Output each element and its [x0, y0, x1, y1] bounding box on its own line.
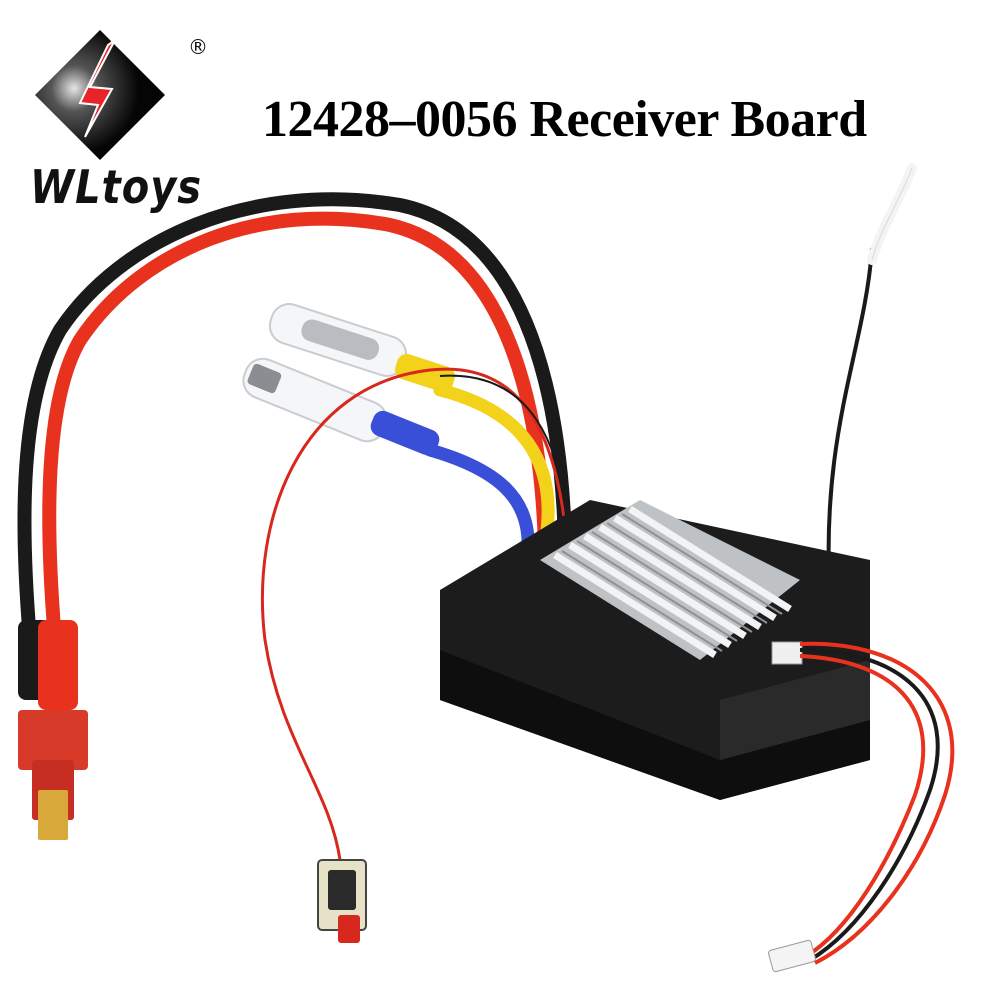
jst-port: [771, 641, 803, 665]
servo-plug: [768, 939, 816, 973]
power-switch: [317, 859, 367, 943]
blue-motor-wire: [423, 443, 535, 555]
red-power-wire: [42, 211, 552, 647]
brand-name: WLtoys: [30, 161, 203, 215]
bullet-connector-blue: [242, 357, 440, 456]
yellow-motor-wire: [433, 383, 555, 552]
servo-wire-black: [799, 648, 940, 962]
switch-wire: [260, 367, 570, 861]
t-plug-connector: [18, 710, 88, 840]
brand-logo: ® WLtoys: [30, 25, 210, 214]
bullet-connector-yellow: [268, 303, 455, 393]
black-power-wire: [17, 192, 572, 647]
antenna-wire: [826, 247, 874, 601]
servo-wire-red: [799, 641, 955, 965]
product-title: 12428–0056 Receiver Board: [262, 91, 867, 148]
lightning-diamond-icon: [35, 30, 165, 160]
servo-wire-red-2: [799, 654, 926, 959]
heatshrink-red: [38, 620, 78, 710]
registered-mark: ®: [188, 35, 208, 59]
aluminum-heatsink: [540, 500, 800, 660]
